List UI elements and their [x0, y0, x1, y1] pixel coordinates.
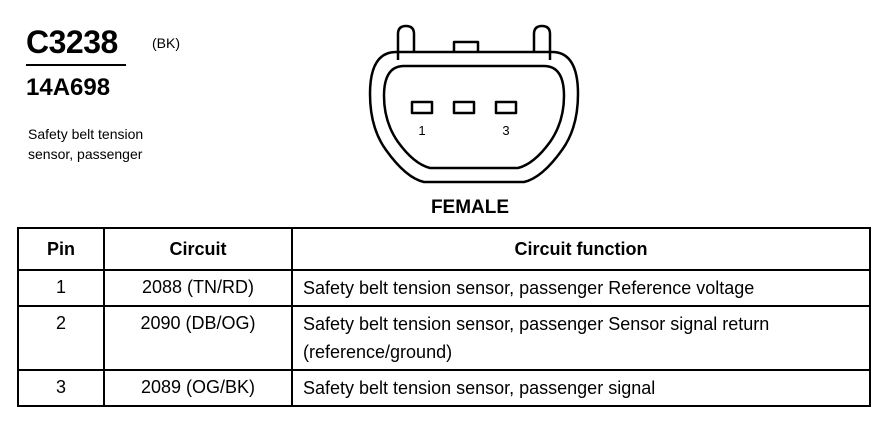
keyway — [452, 40, 480, 52]
terminal-2 — [452, 100, 476, 115]
connector-color-code: (BK) — [152, 35, 180, 51]
table-row: 1 2088 (TN/RD) Safety belt tension senso… — [17, 269, 871, 307]
description-line-1: Safety belt tension — [28, 126, 144, 142]
connector-description: Safety belt tension sensor, passenger — [28, 124, 208, 164]
title-divider — [26, 64, 126, 66]
table-row: 3 2089 (OG/BK) Safety belt tension senso… — [17, 369, 871, 407]
connector-gender-label: FEMALE — [430, 197, 510, 218]
circuit-cell: 2090 (DB/OG) — [103, 305, 293, 371]
pin-cell: 2 — [17, 305, 105, 371]
header-circuit: Circuit — [103, 227, 293, 271]
housing-inner — [382, 64, 566, 170]
circuit-cell: 2088 (TN/RD) — [103, 269, 293, 307]
function-cell: Safety belt tension sensor, passenger Re… — [291, 269, 871, 307]
table-header-row: Pin Circuit Circuit function — [17, 227, 871, 271]
connector-id: C3238 — [26, 24, 118, 60]
circuit-cell: 2089 (OG/BK) — [103, 369, 293, 407]
function-cell: Safety belt tension sensor, passenger Se… — [291, 305, 871, 371]
header-function: Circuit function — [291, 227, 871, 271]
pin-cell: 1 — [17, 269, 105, 307]
description-line-2: sensor, passenger — [28, 146, 143, 162]
header-pin: Pin — [17, 227, 105, 271]
housing-outer — [368, 50, 580, 184]
terminal-3 — [494, 100, 518, 115]
left-latch — [396, 24, 416, 60]
function-cell: Safety belt tension sensor, passenger si… — [291, 369, 871, 407]
pin-table: Pin Circuit Circuit function 1 2088 (TN/… — [17, 227, 871, 407]
terminal-1 — [410, 100, 434, 115]
pin-label-3: 3 — [502, 123, 509, 138]
connector-face-diagram: 1 3 — [368, 24, 580, 184]
table-row: 2 2090 (DB/OG) Safety belt tension senso… — [17, 305, 871, 371]
pin-cell: 3 — [17, 369, 105, 407]
right-latch — [532, 24, 552, 60]
pin-label-1: 1 — [418, 123, 425, 138]
part-number: 14A698 — [26, 74, 111, 101]
